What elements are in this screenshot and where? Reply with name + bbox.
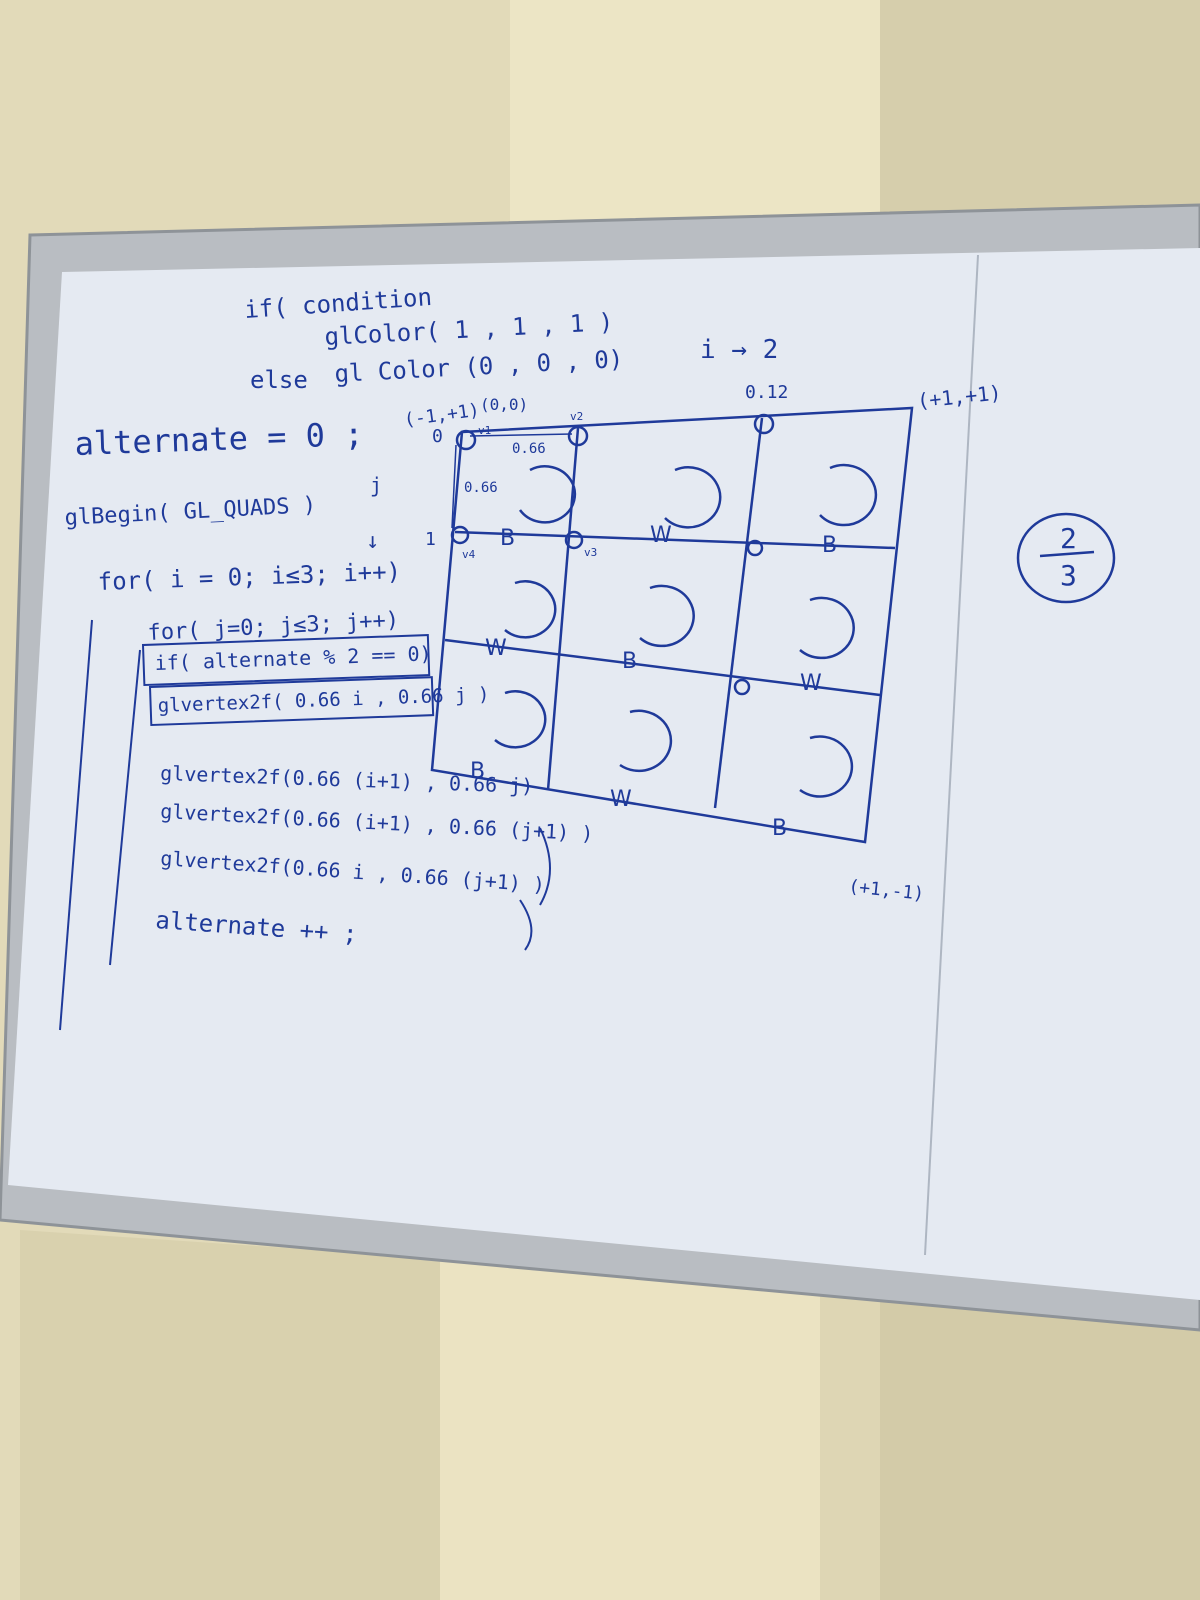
vertex-top-right bbox=[753, 413, 775, 435]
vertex-mid-1 bbox=[746, 539, 764, 557]
cell-label: W bbox=[650, 523, 672, 548]
vertex-v2 bbox=[567, 425, 589, 447]
v2-label: v2 bbox=[570, 410, 583, 423]
closing-parens bbox=[519, 827, 551, 951]
vertex1-box bbox=[148, 676, 435, 727]
j-label: j bbox=[370, 473, 382, 497]
height-label: 0.66 bbox=[464, 480, 498, 496]
grid-v-2 bbox=[713, 417, 764, 809]
fraction-denominator: 3 bbox=[1060, 559, 1077, 592]
rotation-arrow bbox=[619, 709, 673, 773]
grid-vertices bbox=[450, 413, 775, 696]
fraction-bar bbox=[1039, 550, 1095, 558]
j-arrow: ↓ bbox=[366, 529, 379, 554]
fraction-numerator: 2 bbox=[1060, 522, 1077, 555]
cell-label: B bbox=[772, 816, 787, 841]
outer-loop-scope bbox=[59, 619, 93, 1031]
vertex-v1 bbox=[455, 429, 477, 451]
cell-label: B bbox=[622, 649, 637, 674]
v3-label: v3 bbox=[584, 546, 597, 559]
rotation-arrow bbox=[799, 735, 854, 798]
rotation-arrow bbox=[494, 690, 547, 749]
rotation-arrow bbox=[799, 596, 855, 660]
cell-label: B bbox=[470, 759, 485, 784]
cell-label: W bbox=[800, 671, 822, 696]
grid-h-1 bbox=[454, 530, 896, 550]
lower-wall-panel bbox=[440, 1240, 820, 1600]
i-arrow-label: i → 2 bbox=[700, 335, 778, 365]
rotation-arrows bbox=[494, 463, 878, 798]
width-label: 0.66 bbox=[512, 441, 546, 457]
vertex-v4 bbox=[450, 525, 470, 545]
rotation-arrow bbox=[518, 465, 577, 524]
v1-label: v1 bbox=[478, 424, 491, 437]
rotation-arrow bbox=[504, 580, 557, 639]
rotation-arrow bbox=[819, 463, 878, 527]
code-else: else bbox=[250, 366, 308, 394]
v4-label: v4 bbox=[462, 548, 476, 561]
rotation-arrow bbox=[664, 466, 722, 529]
cell-label: W bbox=[610, 787, 632, 812]
vertex-mid-2 bbox=[733, 678, 751, 696]
vertex-v3 bbox=[564, 530, 584, 550]
if-box bbox=[141, 634, 431, 687]
rotation-arrow bbox=[639, 584, 695, 648]
origin-coord: (0,0) bbox=[480, 395, 528, 414]
top-value-label: 0.12 bbox=[745, 382, 788, 403]
board-seam bbox=[924, 254, 979, 1256]
cell-label: W bbox=[485, 636, 507, 661]
fraction-circle bbox=[1016, 512, 1116, 604]
cell-label: B bbox=[500, 526, 515, 551]
one-label: 1 bbox=[425, 529, 436, 550]
grid-h-2 bbox=[444, 638, 881, 697]
zero-label: 0 bbox=[432, 426, 443, 447]
inner-loop-scope bbox=[109, 649, 141, 966]
height-arrow bbox=[451, 444, 457, 529]
width-arrow bbox=[469, 433, 573, 437]
cell-label: B bbox=[822, 533, 837, 558]
